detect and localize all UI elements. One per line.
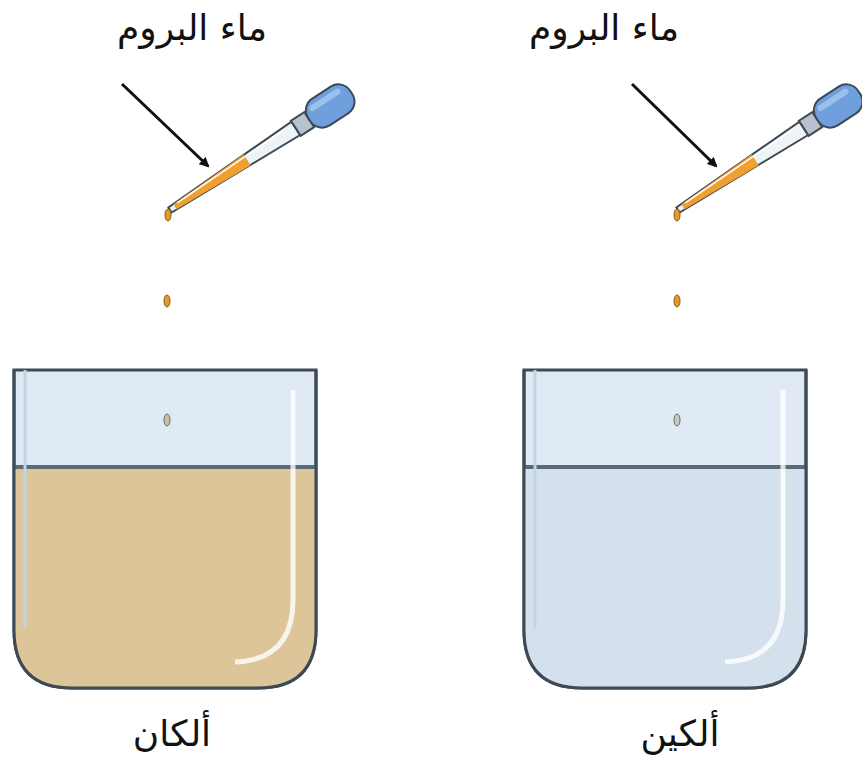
beaker-label: ألكان bbox=[133, 712, 211, 755]
beaker-label: ألكين bbox=[640, 712, 719, 755]
reagent-label: ماء البروم bbox=[529, 6, 679, 49]
bromine-drops bbox=[164, 209, 680, 426]
reagent-label: ماء البروم bbox=[117, 6, 267, 49]
dropper bbox=[669, 79, 862, 223]
beaker-alkene bbox=[524, 370, 806, 688]
beaker-alkane bbox=[14, 370, 316, 688]
leader-arrow bbox=[122, 84, 716, 166]
